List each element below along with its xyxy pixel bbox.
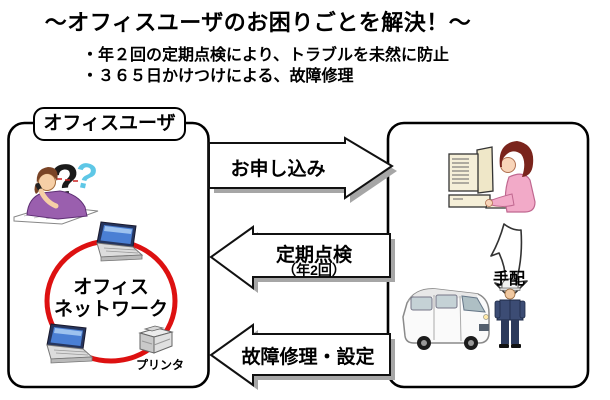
repair-arrow-label: 故障修理・設定 [241, 347, 375, 368]
office-network-label-line2: ネットワーク [53, 299, 168, 320]
apply-arrow-label: お申し込み [230, 159, 326, 180]
inspection-arrow-label: 定期点検 [275, 245, 352, 266]
office-network-label: オフィス ネットワーク [46, 277, 176, 321]
slide-title: ～オフィスユーザのお困りごとを解決！～ [44, 10, 472, 35]
office-network-label-line1: オフィス [73, 277, 149, 298]
bullet-365-day-repair: ・３６５日かけつけによる、故障修理 [82, 68, 354, 85]
benefit-bullets: ・年２回の定期点検により、トラブルを未然に防止 ・３６５日かけつけによる、故障修… [82, 45, 449, 87]
inspection-arrow-sublabel: （年2回） [282, 262, 346, 278]
apply-arrow [208, 136, 397, 203]
operator-at-computer-icon [448, 141, 536, 213]
repair-arrow [209, 323, 395, 390]
office-user-box-label: オフィスユーザ [33, 107, 186, 141]
printer-caption: プリンタ [135, 358, 184, 372]
bullet-periodic-inspection: ・年２回の定期点検により、トラブルを未然に防止 [82, 47, 450, 64]
printer-icon [138, 325, 174, 354]
dispatch-label: 手配 [492, 271, 525, 288]
service-van-icon [402, 288, 490, 350]
service-worker-icon [494, 278, 526, 348]
inspection-arrow [209, 225, 395, 293]
